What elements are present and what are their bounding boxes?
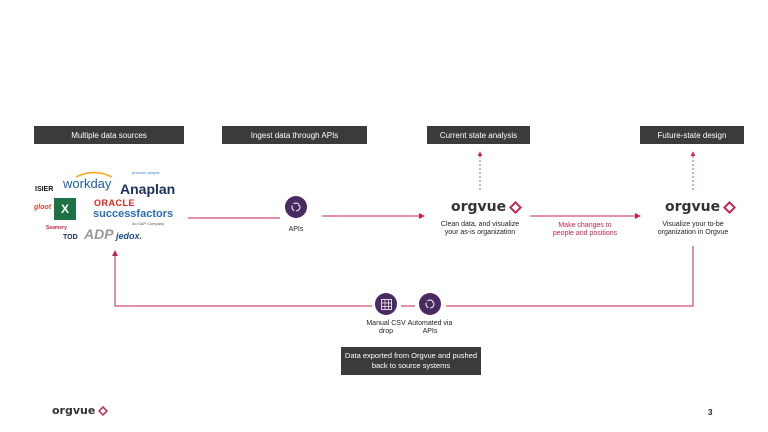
changes-label: Make changes to people and positions xyxy=(552,222,618,237)
phenom-logo: phenom people xyxy=(132,170,160,175)
adp-logo: ADP xyxy=(84,226,114,242)
api-sync-icon xyxy=(285,196,307,218)
successfactors-logo: successfactors xyxy=(93,208,174,220)
successfactors-sub: An SAP Company xyxy=(132,221,165,226)
future-description: Visualize your to-be organization in Org… xyxy=(657,221,729,236)
excel-icon: X xyxy=(54,198,76,220)
workday-logo: workday xyxy=(63,176,112,191)
footer-orgvue-logo: orgvue xyxy=(52,404,109,417)
anaplan-logo: Anaplan xyxy=(120,181,176,197)
orgvue-mark-icon xyxy=(509,200,523,214)
tod-logo: TOD xyxy=(63,234,78,241)
oracle-logo: ORACLE xyxy=(94,198,135,208)
seamless-logo: Seamery xyxy=(46,225,67,231)
orgvue-mark-icon xyxy=(98,405,109,416)
jedox-logo: jedox. xyxy=(116,231,143,241)
page-number: 3 xyxy=(708,408,713,417)
csv-grid-icon xyxy=(375,293,397,315)
workday-arc-icon xyxy=(75,171,113,178)
header-current-state: Current state analysis xyxy=(427,126,530,144)
export-box: Data exported from Orgvue and pushed bac… xyxy=(341,347,481,375)
csv-label: Manual CSV drop xyxy=(366,320,406,335)
orgvue-logo-future: orgvue xyxy=(665,199,737,215)
orgvue-mark-icon xyxy=(723,200,737,214)
header-future-state: Future-state design xyxy=(640,126,744,144)
arrow-return-to-sources xyxy=(112,250,372,307)
apis-label: APIs xyxy=(288,226,304,233)
glint-logo: gloot xyxy=(34,204,52,211)
isier-logo: ISIER xyxy=(35,186,54,193)
current-description: Clean data, and visualize your as-is org… xyxy=(440,221,520,236)
line-return-right xyxy=(446,246,694,307)
automated-sync-icon xyxy=(419,293,441,315)
automated-label: Automated via APIs xyxy=(407,320,453,335)
header-ingest-apis: Ingest data through APIs xyxy=(222,126,367,144)
orgvue-logo-current: orgvue xyxy=(451,199,523,215)
header-multiple-sources: Multiple data sources xyxy=(34,126,184,144)
